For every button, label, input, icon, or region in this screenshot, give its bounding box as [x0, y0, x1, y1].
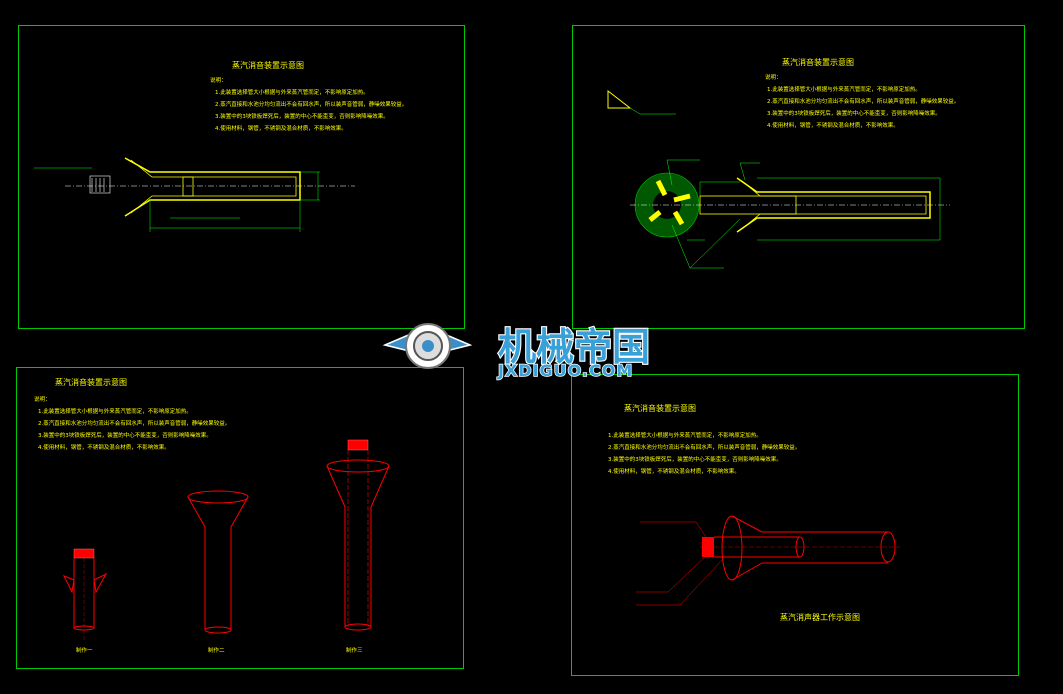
sheet1-note-3: 3.装置中的3块铁板焊死后，装置的中心不能歪变，否则影响降噪效果。 [215, 112, 389, 120]
sheet3-title: 蒸汽消音装置示意图 [55, 377, 127, 387]
sheet4-assembly-drawing [636, 515, 900, 606]
sheet1-note-1: 1.此装置选择管大小根据与外来蒸汽管而定，不影响原定加热。 [215, 88, 369, 96]
sheet2-title: 蒸汽消音装置示意图 [782, 57, 854, 67]
drawing-sheet-3 [16, 367, 464, 669]
sheet3-step1-part [62, 548, 108, 640]
watermark-cn: 机械帝国 [498, 325, 650, 369]
sheet3-step1-label: 制作一 [76, 646, 93, 654]
sheet3-step2-label: 制作二 [208, 646, 225, 654]
sheet4-caption: 蒸汽消声器工作示意图 [780, 612, 860, 622]
sheet4-note-1: 1.此装置选择管大小根据与外来蒸汽管而定，不影响原定加热。 [608, 431, 762, 439]
jxdiguo-logo [382, 323, 473, 369]
drawing-sheet-4 [571, 374, 1019, 676]
sheet3-notes-label: 说明： [34, 395, 51, 403]
sheet4-note-3: 3.装置中的3块铁板焊死后，装置的中心不能歪变，否则影响降噪效果。 [608, 455, 782, 463]
sheet2-note-4: 4.使用材料，钢管，不锈钢及混合材质，不影响效果。 [767, 121, 899, 129]
sheet1-title: 蒸汽消音装置示意图 [232, 60, 304, 70]
drawing-sheet-2 [572, 25, 1025, 329]
drawing-sheet-1 [18, 25, 465, 329]
sheet3-step3-part [326, 439, 390, 631]
sheet4-note-4: 4.使用材料，钢管，不锈钢及混合材质，不影响效果。 [608, 467, 740, 475]
sheet3-note-1: 1.此装置选择管大小根据与外来蒸汽管而定，不影响原定加热。 [38, 407, 192, 415]
sheet2-notes-label: 说明： [765, 73, 782, 81]
sheet2-section-drawing [607, 89, 950, 269]
sheet1-note-2: 2.蒸汽直接和水池分均匀流出不会有回水声，所以装声音管弱，静噪效果较益。 [215, 100, 407, 108]
sheet2-note-2: 2.蒸汽直接和水池分均匀流出不会有回水声，所以装声音管弱，静噪效果较益。 [767, 97, 959, 105]
sheet2-note-3: 3.装置中的3块铁板焊死后，装置的中心不能歪变，否则影响降噪效果。 [767, 109, 941, 117]
sheet1-section-drawing [34, 157, 355, 232]
sheet3-note-3: 3.装置中的3块铁板焊死后，装置的中心不能歪变，否则影响降噪效果。 [38, 431, 212, 439]
sheet4-title: 蒸汽消音装置示意图 [624, 403, 696, 413]
sheet2-note-1: 1.此装置选择管大小根据与外来蒸汽管而定，不影响原定加热。 [767, 85, 921, 93]
sheet4-note-2: 2.蒸汽直接和水池分均匀流出不会有回水声，所以装声音管弱，静噪效果较益。 [608, 443, 800, 451]
sheet3-step2-part [187, 490, 249, 634]
sheet3-note-2: 2.蒸汽直接和水池分均匀流出不会有回水声，所以装声音管弱，静噪效果较益。 [38, 419, 230, 427]
sheet3-step3-label: 制作三 [346, 646, 363, 654]
sheet1-note-4: 4.使用材料，钢管，不锈钢及混合材质，不影响效果。 [215, 124, 347, 132]
watermark-en: JXDIGUO.COM [497, 361, 633, 380]
sheet3-note-4: 4.使用材料，钢管，不锈钢及混合材质，不影响效果。 [38, 443, 170, 451]
sheet1-notes-label: 说明： [210, 76, 227, 84]
